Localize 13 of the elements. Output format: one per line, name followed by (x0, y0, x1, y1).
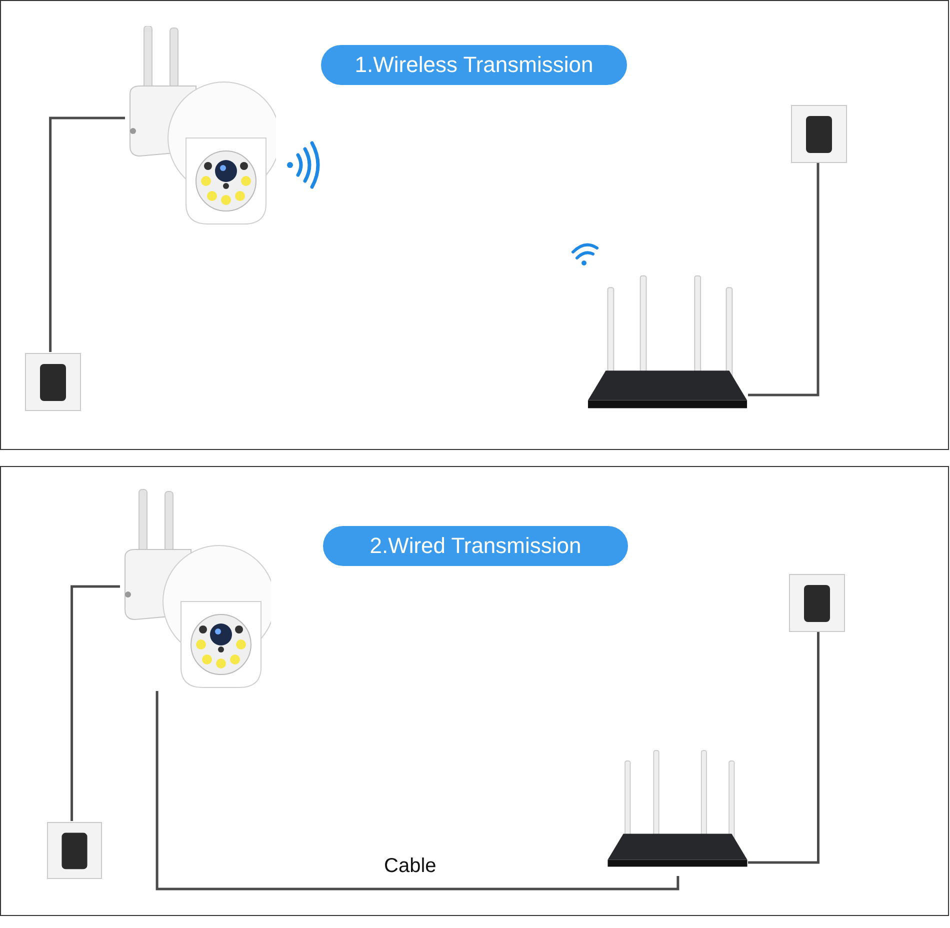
title-pill: 2.Wired Transmission (323, 526, 628, 566)
title-pill: 1.Wireless Transmission (321, 45, 627, 85)
cable-line (156, 691, 680, 890)
cable-line (70, 585, 120, 821)
section-panel (0, 466, 949, 916)
section-panel (0, 0, 949, 450)
cable-line (49, 116, 125, 352)
wall-socket-drawing (791, 105, 847, 163)
wall-socket-drawing (46, 822, 103, 879)
wall-socket-drawing (789, 574, 845, 632)
cable-line (748, 162, 820, 396)
cable-line (748, 631, 820, 864)
wall-socket-drawing (25, 353, 81, 411)
